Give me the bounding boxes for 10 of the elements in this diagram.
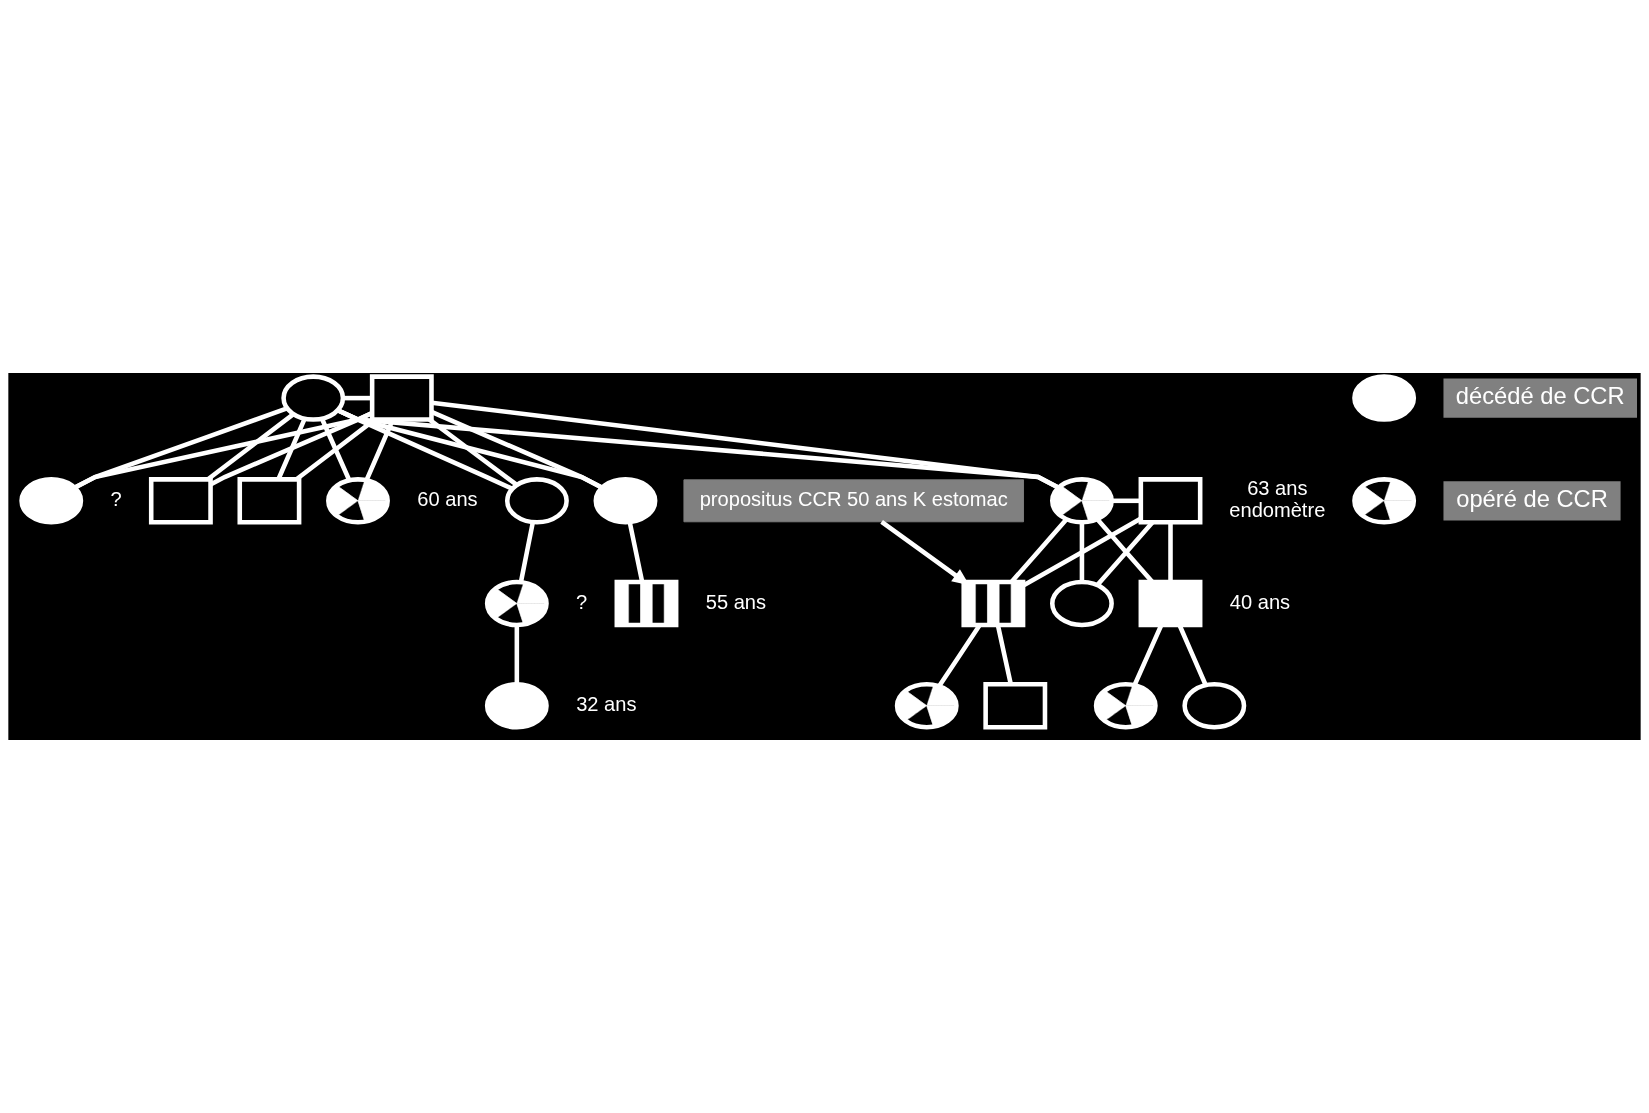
node-label: 60 ans: [417, 487, 478, 510]
node-label: ?: [576, 590, 588, 613]
node-label: 32 ans: [576, 692, 637, 715]
node-label: 40 ans: [1229, 590, 1291, 613]
node-label: ?: [110, 487, 122, 510]
legend-label: décédé de CCR: [1455, 382, 1625, 409]
node-label: 63 ans: [1247, 476, 1308, 499]
legend-label: opéré de CCR: [1456, 485, 1608, 512]
node-label: 55 ans: [705, 590, 767, 613]
node-label: endomètre: [1229, 498, 1326, 521]
